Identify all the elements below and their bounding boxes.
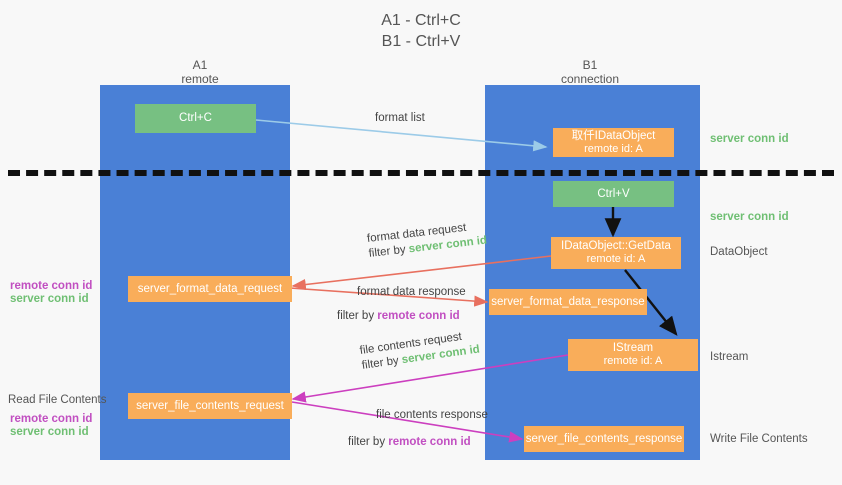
lane-header-a1: A1 remote xyxy=(110,58,290,86)
edge-label-format-list: format list xyxy=(375,112,425,124)
filter-prefix: filter by xyxy=(361,354,403,372)
annotation-server-conn-id-top: server conn id xyxy=(710,133,789,145)
node-idataobject[interactable]: 取仟IDataObject remote id: A xyxy=(553,128,674,157)
node-server-file-contents-request[interactable]: server_file_contents_request xyxy=(128,393,292,419)
node-server-file-contents-response[interactable]: server_file_contents_response xyxy=(524,426,684,452)
lane-a1-name: A1 xyxy=(192,58,208,72)
filter-prefix: filter by xyxy=(368,243,410,260)
filter-prefix: filter by xyxy=(337,310,378,322)
title-line-1: A1 - Ctrl+C xyxy=(381,12,461,29)
edge-label-file-contents-response-line1: file contents response xyxy=(376,409,488,421)
node-idataobject-line2: remote id: A xyxy=(584,142,643,155)
node-getdata-line1: IDataObject::GetData xyxy=(561,240,671,252)
annotation-server-conn-id-bottom: server conn id xyxy=(10,426,89,438)
annotation-read-file-contents: Read File Contents xyxy=(8,394,107,406)
annotation-write-file-contents: Write File Contents xyxy=(710,433,808,445)
node-server-format-data-request[interactable]: server_format_data_request xyxy=(128,276,292,302)
edge-label-format-data-response-filter: filter by remote conn id xyxy=(337,309,466,324)
filter-value-remote-conn-id: remote conn id xyxy=(377,310,460,322)
node-server-format-data-response-label: server_format_data_response xyxy=(491,295,645,308)
node-istream-line2: remote id: A xyxy=(603,355,663,367)
edge-label-file-contents-request: file contents request filter by server c… xyxy=(359,328,481,374)
edge-label-file-contents-response-filter: filter by remote conn id xyxy=(348,435,488,450)
annotation-server-conn-id-left-mid: server conn id xyxy=(10,293,89,305)
annotation-remote-conn-id-mid: remote conn id xyxy=(10,280,93,292)
node-getdata[interactable]: IDataObject::GetData remote id: A xyxy=(551,237,681,269)
edge-label-format-data-response-line1: format data response xyxy=(357,286,466,298)
node-ctrl-c-label: Ctrl+C xyxy=(179,112,212,124)
lane-header-b1: B1 connection xyxy=(500,58,680,86)
node-ctrl-c[interactable]: Ctrl+C xyxy=(135,104,256,133)
node-istream[interactable]: IStream remote id: A xyxy=(568,339,698,371)
annotation-dataobject: DataObject xyxy=(710,246,768,258)
node-idataobject-line1: 取仟IDataObject xyxy=(571,129,656,142)
node-istream-line1: IStream xyxy=(612,342,654,354)
title-line-2: B1 - Ctrl+V xyxy=(381,33,461,50)
annotation-remote-conn-id-bottom: remote conn id xyxy=(10,413,93,425)
lane-b1-name: B1 xyxy=(582,58,598,72)
annotation-istream: Istream xyxy=(710,351,749,363)
lane-b1-sub: connection xyxy=(560,72,620,86)
diagram-title: A1 - Ctrl+C B1 - Ctrl+V xyxy=(0,10,842,52)
node-ctrl-v-label: Ctrl+V xyxy=(597,187,630,200)
phase-divider xyxy=(8,170,834,176)
filter-prefix: filter by xyxy=(348,436,389,448)
node-server-file-contents-response-label: server_file_contents_response xyxy=(525,432,683,445)
filter-value-remote-conn-id: remote conn id xyxy=(388,436,471,448)
node-server-format-data-response[interactable]: server_format_data_response xyxy=(489,289,647,315)
node-ctrl-v[interactable]: Ctrl+V xyxy=(553,181,674,207)
edge-label-format-data-response: format data response filter by remote co… xyxy=(337,285,466,324)
node-server-format-data-request-label: server_format_data_request xyxy=(137,282,283,295)
node-server-file-contents-request-label: server_file_contents_request xyxy=(136,399,284,412)
lane-a1-sub: remote xyxy=(181,72,219,86)
node-getdata-line2: remote id: A xyxy=(586,253,646,265)
edge-label-format-data-request: format data request filter by server con… xyxy=(366,219,488,262)
annotation-server-conn-id-mid: server conn id xyxy=(710,211,789,223)
edge-label-file-contents-response: file contents response filter by remote … xyxy=(348,408,488,450)
